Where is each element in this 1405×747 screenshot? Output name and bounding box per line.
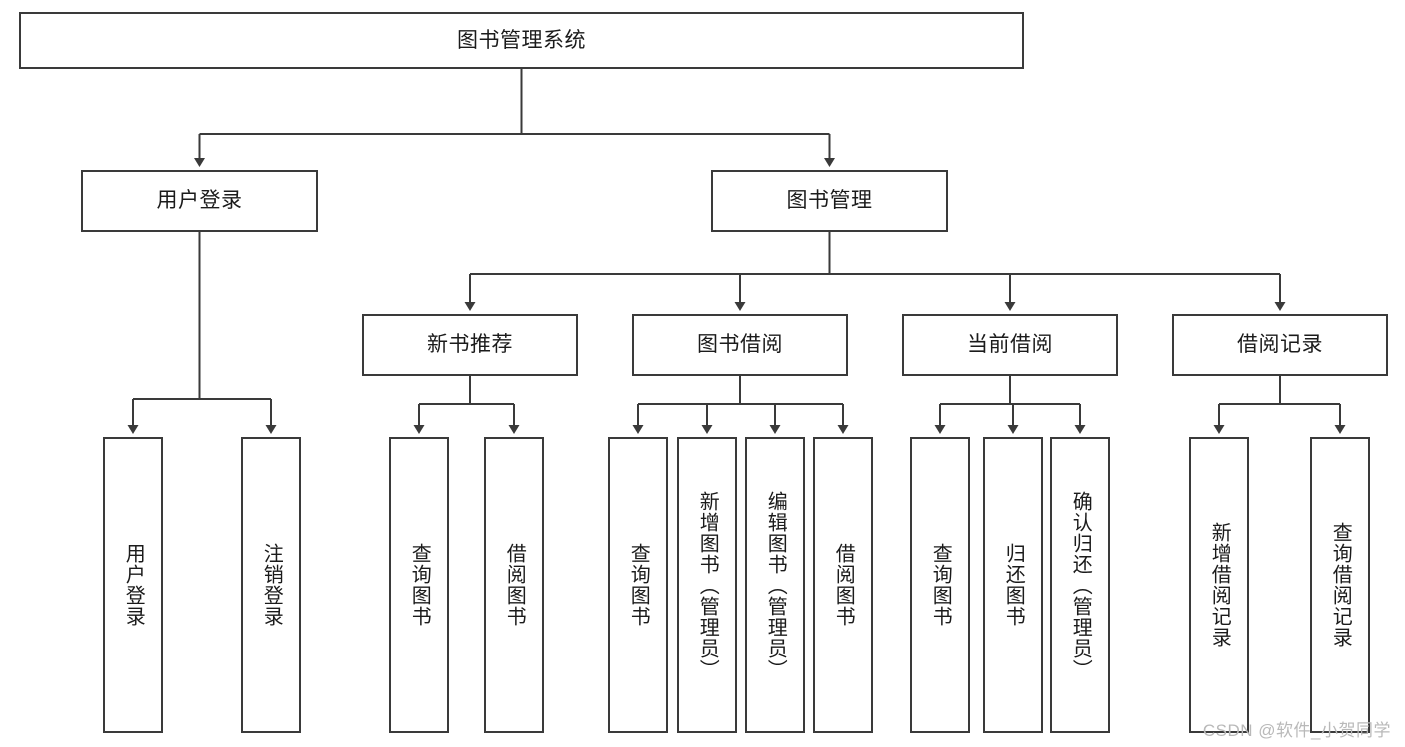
node-leaf-query-book-borrow[interactable]: 查询图书 (608, 437, 668, 733)
node-label: 借阅图书 (503, 543, 526, 627)
node-label: 用户登录 (156, 189, 243, 213)
node-label: 注销登录 (260, 543, 283, 627)
node-leaf-add-book[interactable]: 新增图书（管理员） (677, 437, 737, 733)
node-leaf-user-login[interactable]: 用户登录 (103, 437, 163, 733)
node-label: 图书借阅 (697, 333, 783, 357)
node-book-borrow[interactable]: 图书借阅 (632, 314, 848, 376)
node-leaf-confirm-return[interactable]: 确认归还（管理员） (1050, 437, 1110, 733)
node-leaf-borrow-book-rec[interactable]: 借阅图书 (484, 437, 544, 733)
node-leaf-query-book-rec[interactable]: 查询图书 (389, 437, 449, 733)
node-label: 当前借阅 (967, 333, 1053, 357)
node-leaf-add-record[interactable]: 新增借阅记录 (1189, 437, 1249, 733)
node-label: 用户登录 (122, 543, 145, 627)
watermark-text: CSDN @软件_小贺同学 (1202, 721, 1391, 740)
node-label: 确认归还（管理员） (1069, 490, 1092, 680)
node-current-borrow[interactable]: 当前借阅 (902, 314, 1118, 376)
node-label: 查询图书 (627, 543, 650, 627)
node-label: 新书推荐 (427, 333, 513, 357)
node-leaf-edit-book[interactable]: 编辑图书（管理员） (745, 437, 805, 733)
node-label: 图书管理 (786, 189, 873, 213)
node-label: 借阅记录 (1237, 333, 1323, 357)
node-borrow-record[interactable]: 借阅记录 (1172, 314, 1388, 376)
node-book-manage[interactable]: 图书管理 (711, 170, 948, 232)
node-label: 新增借阅记录 (1208, 522, 1231, 648)
node-label: 编辑图书（管理员） (764, 490, 787, 680)
node-leaf-borrow-book[interactable]: 借阅图书 (813, 437, 873, 733)
node-label: 查询图书 (929, 543, 952, 627)
node-label: 查询借阅记录 (1329, 522, 1352, 648)
node-label: 查询图书 (408, 543, 431, 627)
node-leaf-logout[interactable]: 注销登录 (241, 437, 301, 733)
node-label: 归还图书 (1002, 543, 1025, 627)
node-leaf-return-book[interactable]: 归还图书 (983, 437, 1043, 733)
node-user-login[interactable]: 用户登录 (81, 170, 318, 232)
node-label: 借阅图书 (832, 543, 855, 627)
node-leaf-query-record[interactable]: 查询借阅记录 (1310, 437, 1370, 733)
node-leaf-query-book-current[interactable]: 查询图书 (910, 437, 970, 733)
node-label: 新增图书（管理员） (696, 490, 719, 680)
node-root[interactable]: 图书管理系统 (19, 12, 1024, 69)
node-new-book-rec[interactable]: 新书推荐 (362, 314, 578, 376)
node-label: 图书管理系统 (457, 28, 586, 52)
